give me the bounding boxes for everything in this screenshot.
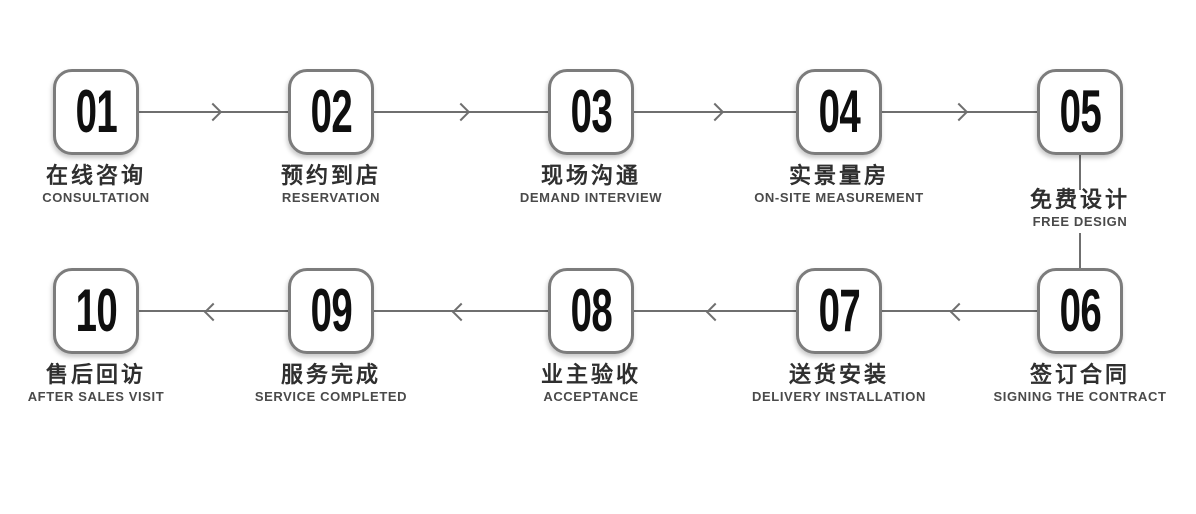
- step-number: 05: [1059, 78, 1101, 145]
- connector-vertical-line: [1079, 155, 1081, 190]
- step-box-08: 08: [548, 268, 634, 354]
- connector-line: [882, 111, 1037, 113]
- connector-vertical-line: [1079, 233, 1081, 268]
- step-label-en: AFTER SALES VISIT: [27, 389, 165, 404]
- connector-line: [634, 310, 796, 312]
- step-label-en: SIGNING THE CONTRACT: [993, 389, 1167, 404]
- connector-line: [374, 310, 548, 312]
- chevron-right-icon: [451, 102, 471, 122]
- chevron-left-icon: [451, 302, 471, 322]
- connector-line: [139, 111, 288, 113]
- step-box-07: 07: [796, 268, 882, 354]
- step-number: 09: [310, 277, 352, 344]
- step-box-01: 01: [53, 69, 139, 155]
- step-number: 04: [818, 78, 860, 145]
- step-labels-04: 实景量房 ON-SITE MEASUREMENT: [729, 164, 949, 206]
- step-box-02: 02: [288, 69, 374, 155]
- step-labels-10: 售后回访 AFTER SALES VISIT: [0, 363, 206, 405]
- connector-line: [882, 310, 1037, 312]
- connector-line: [139, 310, 288, 312]
- step-box-10: 10: [53, 268, 139, 354]
- step-number: 02: [310, 78, 352, 145]
- step-label-en: SERVICE COMPLETED: [254, 389, 408, 404]
- chevron-left-icon: [203, 302, 223, 322]
- chevron-left-icon: [949, 302, 969, 322]
- step-labels-01: 在线咨询 CONSULTATION: [0, 164, 206, 206]
- step-label-zh: 送货安装: [788, 362, 889, 387]
- step-box-05: 05: [1037, 69, 1123, 155]
- step-labels-06: 签订合同 SIGNING THE CONTRACT: [970, 363, 1190, 405]
- step-label-en: FREE DESIGN: [1032, 214, 1128, 229]
- step-labels-02: 预约到店 RESERVATION: [221, 164, 441, 206]
- step-label-zh: 在线咨询: [45, 163, 146, 188]
- step-label-zh: 现场沟通: [540, 163, 641, 188]
- step-number: 10: [75, 277, 117, 344]
- step-label-zh: 业主验收: [540, 362, 641, 387]
- step-box-06: 06: [1037, 268, 1123, 354]
- step-label-en: DELIVERY INSTALLATION: [752, 389, 926, 404]
- step-box-03: 03: [548, 69, 634, 155]
- step-box-04: 04: [796, 69, 882, 155]
- step-labels-08: 业主验收 ACCEPTANCE: [481, 363, 701, 405]
- step-number: 08: [570, 277, 612, 344]
- step-label-zh: 服务完成: [280, 362, 381, 387]
- step-label-zh: 免费设计: [1029, 187, 1130, 212]
- step-label-zh: 签订合同: [1029, 362, 1130, 387]
- step-number: 01: [75, 78, 117, 145]
- connector-line: [374, 111, 548, 113]
- step-labels-05: 免费设计 FREE DESIGN: [970, 188, 1190, 230]
- step-label-en: RESERVATION: [281, 190, 381, 205]
- chevron-right-icon: [203, 102, 223, 122]
- step-label-zh: 实景量房: [788, 163, 889, 188]
- step-labels-07: 送货安装 DELIVERY INSTALLATION: [729, 363, 949, 405]
- step-number: 06: [1059, 277, 1101, 344]
- chevron-left-icon: [705, 302, 725, 322]
- step-labels-09: 服务完成 SERVICE COMPLETED: [221, 363, 441, 405]
- step-label-en: CONSULTATION: [42, 190, 150, 205]
- step-number: 03: [570, 78, 612, 145]
- step-labels-03: 现场沟通 DEMAND INTERVIEW: [481, 164, 701, 206]
- step-label-en: ACCEPTANCE: [543, 389, 639, 404]
- connector-line: [634, 111, 796, 113]
- step-box-09: 09: [288, 268, 374, 354]
- step-label-en: DEMAND INTERVIEW: [519, 190, 663, 205]
- step-number: 07: [818, 277, 860, 344]
- chevron-right-icon: [705, 102, 725, 122]
- step-label-zh: 售后回访: [45, 362, 146, 387]
- chevron-right-icon: [949, 102, 969, 122]
- step-label-en: ON-SITE MEASUREMENT: [754, 190, 924, 205]
- step-label-zh: 预约到店: [280, 163, 381, 188]
